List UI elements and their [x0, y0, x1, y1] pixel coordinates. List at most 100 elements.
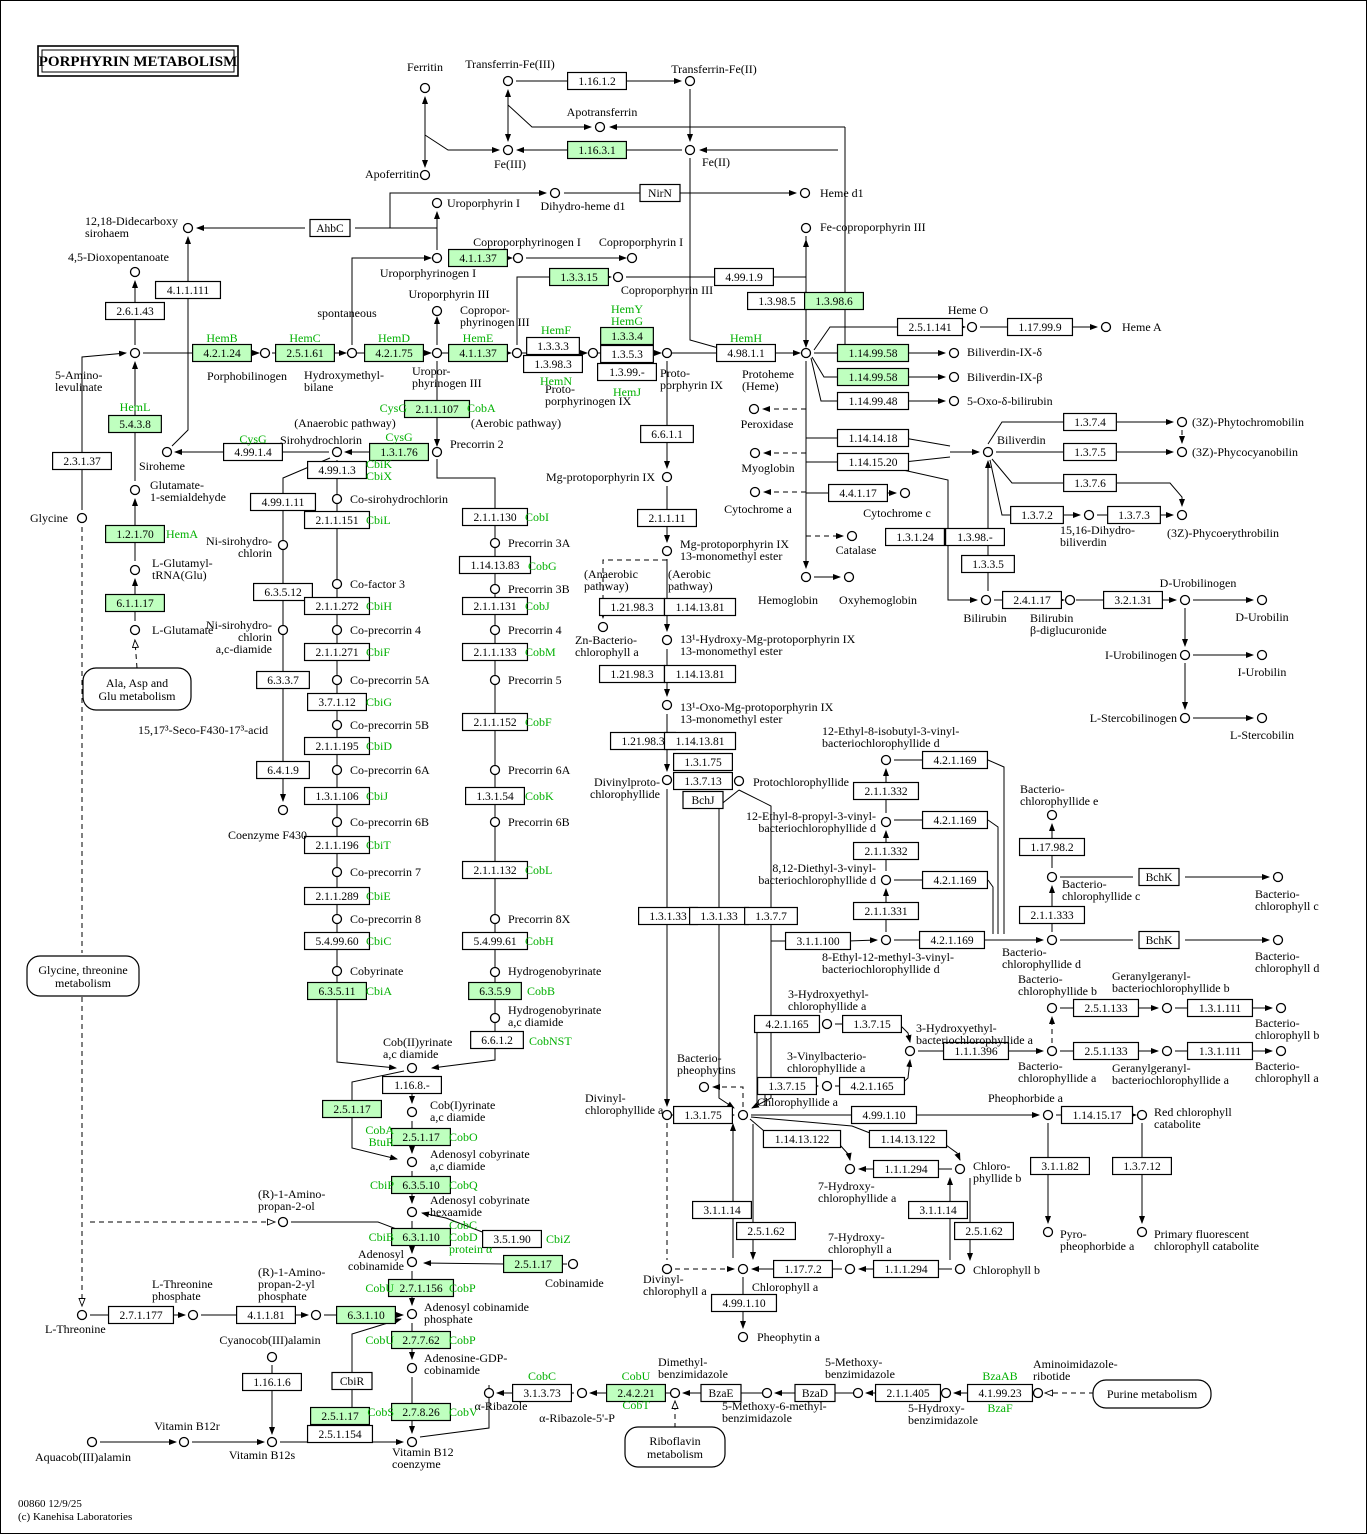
enzyme-box[interactable]: 1.3.98.3	[522, 354, 583, 374]
enzyme-box[interactable]: 4.99.1.10	[710, 1293, 778, 1313]
enzyme-box[interactable]: 1.14.14.18	[836, 428, 910, 448]
compound-node[interactable]	[661, 634, 673, 646]
enzyme-box[interactable]: 4.2.1.169	[921, 750, 989, 770]
compound-node[interactable]	[948, 347, 960, 359]
enzyme-box[interactable]: 4.1.1.111	[154, 280, 222, 300]
enzyme-box[interactable]: 6.3.3.7	[256, 670, 310, 690]
compound-node[interactable]	[331, 624, 343, 636]
compound-node[interactable]	[576, 1387, 588, 1399]
enzyme-box[interactable]: 1.3.1.33	[688, 906, 749, 926]
compound-node[interactable]	[406, 1156, 418, 1168]
compound-node[interactable]	[684, 75, 696, 87]
enzyme-box[interactable]: 2.7.8.26	[391, 1402, 452, 1422]
compound-node[interactable]	[187, 1309, 199, 1321]
compound-node[interactable]	[277, 624, 289, 636]
compound-node[interactable]	[76, 512, 88, 524]
compound-node[interactable]	[1179, 649, 1191, 661]
compound-node[interactable]	[502, 144, 514, 156]
compound-node[interactable]	[800, 222, 812, 234]
compound-node[interactable]	[512, 252, 524, 264]
enzyme-box[interactable]: 1.3.7.13	[672, 771, 733, 791]
enzyme-box[interactable]: 1.16.1.2	[566, 71, 627, 91]
compound-node[interactable]	[431, 252, 443, 264]
compound-node[interactable]	[129, 624, 141, 636]
enzyme-box[interactable]: 1.16.1.6	[242, 1372, 303, 1392]
enzyme-box[interactable]: 2.1.1.289	[303, 886, 371, 906]
compound-node[interactable]	[129, 484, 141, 496]
compound-node[interactable]	[749, 447, 761, 459]
enzyme-box[interactable]: 2.1.1.195	[303, 736, 371, 756]
compound-node[interactable]	[431, 197, 443, 209]
compound-node[interactable]	[661, 347, 673, 359]
compound-node[interactable]	[1275, 1002, 1287, 1014]
enzyme-box[interactable]: 4.1.1.37	[448, 248, 509, 268]
enzyme-box[interactable]: 3.1.1.14	[907, 1200, 968, 1220]
enzyme-box[interactable]: 1.3.98.-	[944, 527, 1005, 547]
enzyme-box[interactable]: 1.14.13.81	[663, 731, 737, 751]
compound-node[interactable]	[880, 816, 892, 828]
enzyme-box[interactable]: 2.7.7.62	[391, 1330, 452, 1350]
compound-node[interactable]	[129, 347, 141, 359]
compound-node[interactable]	[1046, 1002, 1058, 1014]
enzyme-box[interactable]: 1.3.1.24	[884, 527, 945, 547]
compound-node[interactable]	[489, 624, 501, 636]
enzyme-box[interactable]: 2.1.1.332	[852, 781, 920, 801]
compound-node[interactable]	[406, 1256, 418, 1268]
enzyme-box[interactable]: 4.1.1.37	[448, 343, 509, 363]
compound-node[interactable]	[489, 537, 501, 549]
enzyme-box[interactable]: 1.3.7.7	[744, 906, 798, 926]
compound-node[interactable]	[489, 764, 501, 776]
compound-node[interactable]	[1136, 1226, 1148, 1238]
compound-node[interactable]	[846, 530, 858, 542]
compound-node[interactable]	[511, 347, 523, 359]
compound-node[interactable]	[346, 347, 358, 359]
enzyme-box[interactable]: 1.1.1.294	[872, 1259, 940, 1279]
enzyme-box[interactable]: 1.3.5.3	[600, 344, 654, 364]
enzyme-box[interactable]: 2.5.1.17	[322, 1099, 383, 1119]
enzyme-box[interactable]: 1.3.7.12	[1111, 1156, 1172, 1176]
enzyme-box[interactable]: 2.3.1.37	[51, 451, 112, 471]
compound-node[interactable]	[489, 966, 501, 978]
enzyme-box[interactable]: 1.14.99.58	[836, 343, 910, 363]
enzyme-box[interactable]: 4.99.1.10	[850, 1105, 918, 1125]
enzyme-box[interactable]: 4.2.1.169	[921, 870, 989, 890]
compound-node[interactable]	[277, 804, 289, 816]
compound-node[interactable]	[431, 347, 443, 359]
enzyme-box[interactable]: 6.6.1.2	[470, 1030, 524, 1050]
enzyme-box[interactable]: 2.7.1.156	[387, 1278, 455, 1298]
enzyme-box[interactable]: 6.3.5.11	[307, 981, 368, 1001]
enzyme-box[interactable]: 1.3.99.-	[596, 362, 657, 382]
enzyme-box[interactable]: AhbC	[309, 218, 351, 238]
compound-node[interactable]	[310, 1309, 322, 1321]
compound-node[interactable]	[178, 1436, 190, 1448]
enzyme-box[interactable]: 2.1.1.152	[461, 712, 529, 732]
compound-node[interactable]	[982, 446, 994, 458]
enzyme-box[interactable]: 1.3.3.15	[548, 267, 609, 287]
compound-node[interactable]	[980, 594, 992, 606]
enzyme-box[interactable]: 1.3.98.6	[803, 291, 864, 311]
compound-node[interactable]	[277, 539, 289, 551]
enzyme-box[interactable]: 2.1.1.131	[461, 596, 529, 616]
enzyme-box[interactable]: 3.1.3.73	[511, 1383, 572, 1403]
enzyme-box[interactable]: 2.4.1.17	[1001, 590, 1062, 610]
compound-node[interactable]	[331, 578, 343, 590]
enzyme-box[interactable]: 2.1.1.151	[303, 510, 371, 530]
compound-node[interactable]	[904, 1045, 916, 1057]
compound-node[interactable]	[821, 1018, 833, 1030]
compound-node[interactable]	[940, 1387, 952, 1399]
enzyme-box[interactable]: 1.3.1.76	[369, 442, 430, 462]
enzyme-box[interactable]: 1.14.13.81	[663, 664, 737, 684]
compound-node[interactable]	[129, 266, 141, 278]
compound-node[interactable]	[948, 395, 960, 407]
enzyme-box[interactable]: BzaE	[700, 1383, 742, 1403]
compound-node[interactable]	[1176, 416, 1188, 428]
compound-node[interactable]	[1272, 871, 1284, 883]
compound-node[interactable]	[406, 1436, 418, 1448]
enzyme-box[interactable]: 2.1.1.333	[1018, 905, 1086, 925]
enzyme-box[interactable]: 1.14.13.122	[868, 1129, 948, 1149]
compound-node[interactable]	[331, 764, 343, 776]
enzyme-box[interactable]: 1.3.1.33	[637, 906, 698, 926]
enzyme-box[interactable]: 4.1.99.23	[966, 1383, 1034, 1403]
enzyme-box[interactable]: 2.5.1.61	[275, 343, 336, 363]
